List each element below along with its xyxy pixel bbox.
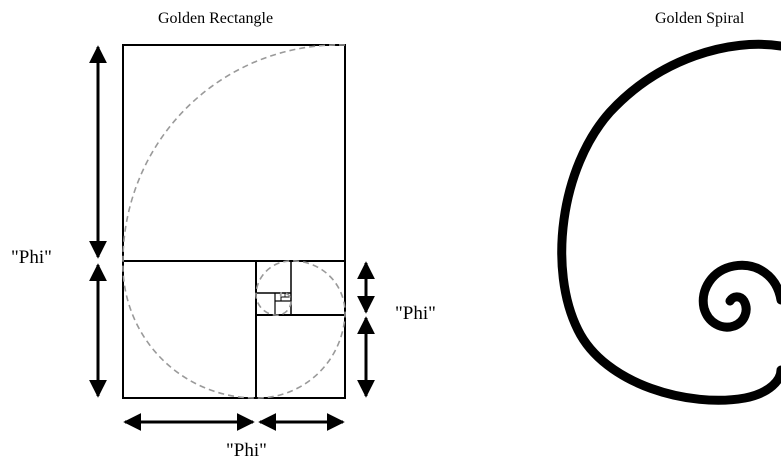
- phi-label-left: "Phi": [11, 247, 52, 268]
- golden-rectangle-title: Golden Rectangle: [158, 10, 274, 27]
- phi-label-bottom: "Phi": [226, 440, 267, 461]
- golden-rectangle-outline: [122, 44, 346, 399]
- golden-spiral-curve: [557, 39, 781, 405]
- dashed-golden-spiral: [122, 44, 346, 399]
- phi-label-right: "Phi": [395, 303, 436, 324]
- golden-spiral-title: Golden Spiral: [655, 10, 745, 27]
